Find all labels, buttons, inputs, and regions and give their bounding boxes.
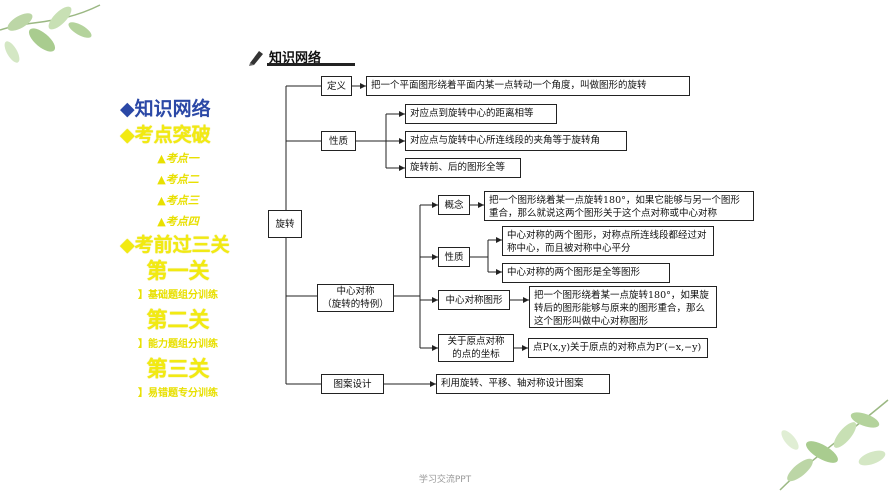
sidebar-item-level-2[interactable]: 第二关 xyxy=(146,308,210,332)
node-cs-figure-text: 把一个图形绕着某一点旋转180°，如果旋转后的图形能够与原来的图形重合，那么这个… xyxy=(529,286,717,328)
node-property-item-3: 旋转前、后的图形全等 xyxy=(405,158,521,178)
node-property-item-2: 对应点与旋转中心所连线段的夹角等于旋转角 xyxy=(405,131,627,151)
node-cs-property-label: 性质 xyxy=(438,247,470,267)
node-properties-label: 性质 xyxy=(321,131,356,151)
sidebar-item-level-1[interactable]: 第一关 xyxy=(146,259,210,283)
footer-caption: 学习交流PPT xyxy=(418,475,472,485)
sidebar-item-knowledge-network[interactable]: ◆知识网络 xyxy=(120,98,211,120)
node-cs-property-item-2: 中心对称的两个图形是全等图形 xyxy=(502,263,670,283)
node-central-symmetry-label: 中心对称 （旋转的特例） xyxy=(317,284,394,312)
node-design-label: 图案设计 xyxy=(321,374,384,394)
node-design-text: 利用旋转、平移、轴对称设计图案 xyxy=(436,374,610,394)
title-underline xyxy=(267,63,355,66)
node-property-item-1: 对应点到旋转中心的距离相等 xyxy=(405,104,557,124)
origin-label-line2: 的点的坐标 xyxy=(452,349,500,360)
sidebar-item-level-1-sub[interactable]: 】基础题组分训练 xyxy=(138,290,218,301)
node-concept-label: 概念 xyxy=(438,195,470,215)
central-symmetry-label-line2: （旋转的特例） xyxy=(322,299,389,310)
sidebar-item-point-1[interactable]: ▲考点一 xyxy=(157,152,199,165)
node-cs-property-item-1: 中心对称的两个图形，对称点所连线段都经过对称中心，而且被对称中心平分 xyxy=(502,226,714,256)
origin-label-line1: 关于原点对称 xyxy=(447,336,505,347)
sidebar-item-level-3[interactable]: 第三关 xyxy=(146,357,210,381)
sidebar-item-three-levels[interactable]: ◆考前过三关 xyxy=(120,234,230,256)
sidebar-item-point-3[interactable]: ▲考点三 xyxy=(157,194,199,207)
pencil-icon xyxy=(249,51,263,66)
sidebar-item-level-2-sub[interactable]: 】能力题组分训练 xyxy=(138,339,218,350)
leaf-decoration-bottom-right xyxy=(779,399,889,491)
central-symmetry-label-line1: 中心对称 xyxy=(336,286,375,297)
sidebar-item-point-4[interactable]: ▲考点四 xyxy=(157,215,199,228)
node-origin-text: 点P(x,y)关于原点的对称点为P′(−x,−y) xyxy=(528,338,708,358)
sidebar-item-key-points[interactable]: ◆考点突破 xyxy=(120,124,211,146)
node-definition-text: 把一个平面图形绕着平面内某一点转动一个角度，叫做图形的旋转 xyxy=(366,76,690,96)
sidebar-nav: ◆知识网络 ◆考点突破 ▲考点一 ▲考点二 ▲考点三 ▲考点四 ◆考前过三关 第… xyxy=(108,96,248,405)
sidebar-item-point-2[interactable]: ▲考点二 xyxy=(157,173,199,186)
node-concept-text: 把一个图形绕着某一点旋转180°，如果它能够与另一个图形重合，那么就说这两个图形… xyxy=(484,191,754,221)
panel-title-text: 知识网络 xyxy=(269,51,322,66)
node-cs-figure-label: 中心对称图形 xyxy=(438,290,510,310)
node-definition-label: 定义 xyxy=(321,76,352,96)
leaf-decoration-top-left xyxy=(0,4,101,63)
node-origin-label: 关于原点对称 的点的坐标 xyxy=(438,334,514,362)
node-root-rotation: 旋转 xyxy=(268,210,302,238)
sidebar-item-level-3-sub[interactable]: 】易错题专分训练 xyxy=(138,388,218,399)
